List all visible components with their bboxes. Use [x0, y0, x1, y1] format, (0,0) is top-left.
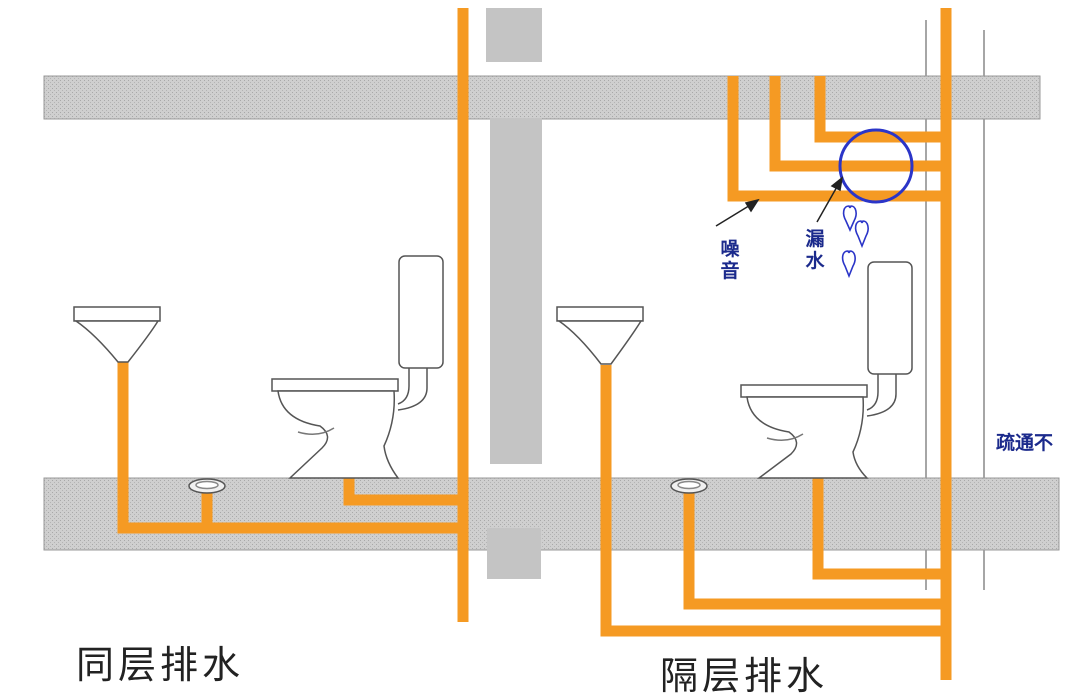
structural-column — [486, 8, 542, 579]
separate-floor-basin-pipe — [600, 365, 946, 637]
washbasin-icon — [556, 306, 644, 365]
toilet-icon — [271, 255, 444, 479]
floor-drain-icon — [670, 478, 708, 494]
ceiling-branch-inner — [814, 76, 946, 143]
toilet-icon — [740, 261, 913, 479]
separate-floor-toilet-pipe — [812, 478, 946, 580]
leak-label: 漏水 — [805, 228, 825, 272]
washbasin-icon — [73, 306, 161, 363]
side-note-label: 疏通不 — [996, 432, 1054, 454]
arrow-icon — [816, 176, 844, 223]
upper-floor-slab — [43, 75, 1041, 120]
same-floor-drainage-caption: 同层排水 — [76, 643, 245, 687]
leak-highlight-circle — [838, 128, 914, 204]
noise-label: 噪音 — [720, 238, 740, 282]
ceiling-branch-middle — [769, 76, 946, 172]
same-floor-basin-pipe — [117, 362, 463, 534]
drainage-pipes — [117, 8, 952, 680]
floor-drain-icon — [188, 478, 226, 494]
separate-floor-drainage-caption: 隔层排水 — [660, 654, 829, 695]
ceiling-branch-outer — [727, 76, 946, 202]
separate-floor-drain-pipe — [683, 488, 946, 610]
arrow-icon — [715, 198, 760, 227]
water-drop-icon — [841, 205, 869, 279]
same-floor-toilet-pipe — [343, 478, 463, 506]
